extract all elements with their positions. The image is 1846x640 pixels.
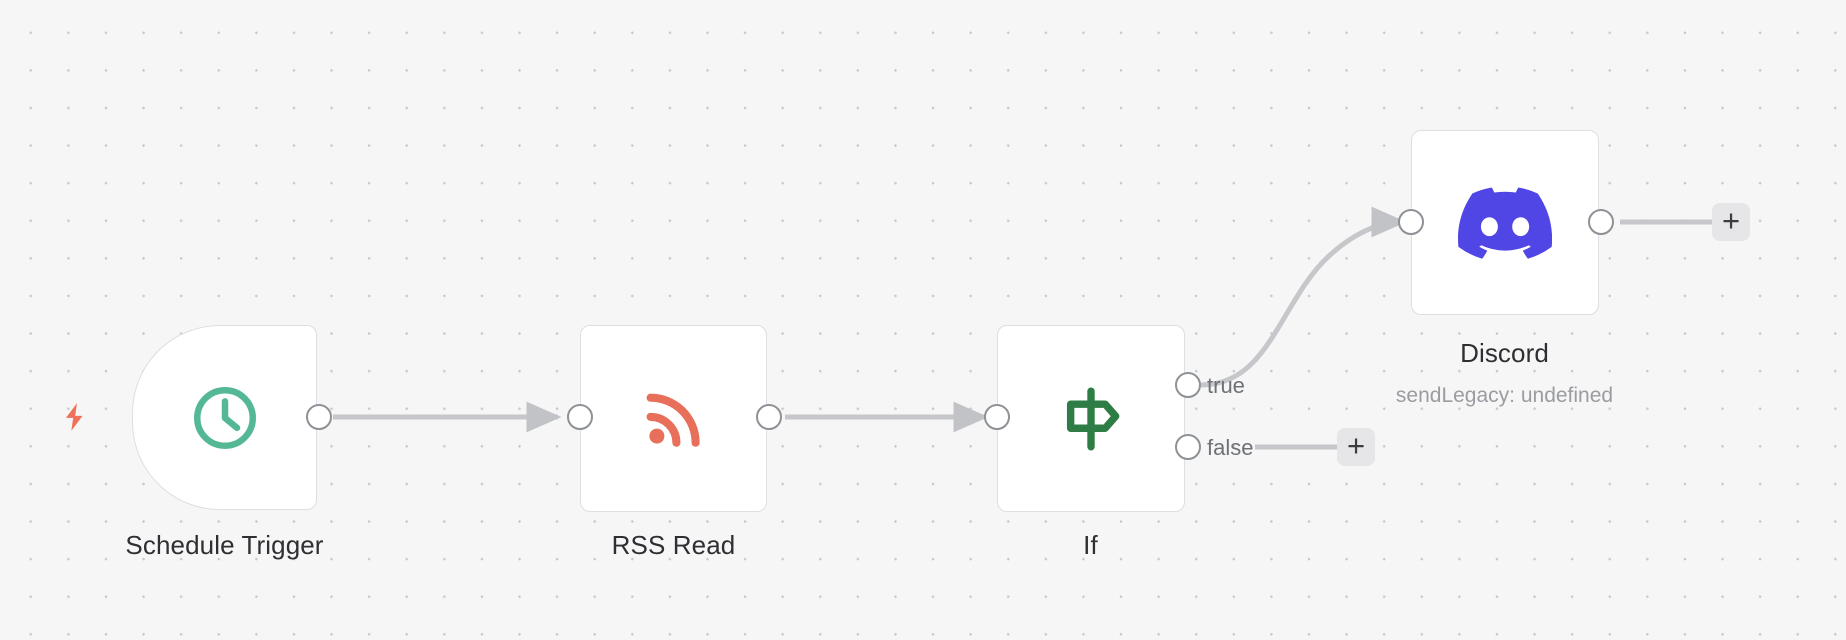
discord-input-endpoint[interactable] [1398, 209, 1424, 235]
node-schedule-trigger[interactable] [132, 325, 317, 510]
node-rss-read[interactable] [580, 325, 767, 512]
node-subtitle-discord: sendLegacy: undefined [1395, 384, 1614, 407]
add-node-after-false-button[interactable]: + [1337, 428, 1375, 466]
node-label-rss-read: RSS Read [611, 530, 736, 560]
rss-read-input-endpoint[interactable] [567, 404, 593, 430]
plus-icon: + [1346, 427, 1366, 463]
node-discord[interactable] [1411, 130, 1599, 315]
discord-output-endpoint[interactable] [1588, 209, 1614, 235]
if-output-label-false: false [1207, 435, 1254, 460]
lightning-bolt-icon [58, 397, 92, 437]
add-node-after-discord-button[interactable]: + [1712, 203, 1750, 241]
plus-icon: + [1721, 202, 1741, 238]
node-label-schedule-trigger: Schedule Trigger [125, 530, 324, 560]
if-output-false-endpoint[interactable] [1175, 434, 1201, 460]
if-output-true-endpoint[interactable] [1175, 372, 1201, 398]
clock-icon [133, 326, 316, 509]
if-input-endpoint[interactable] [984, 404, 1010, 430]
discord-logo-icon [1412, 131, 1598, 314]
node-label-discord: Discord [1460, 338, 1549, 368]
node-if[interactable] [997, 325, 1185, 512]
node-label-if: If [1083, 530, 1098, 560]
signpost-icon [998, 326, 1184, 511]
if-output-label-true: true [1207, 373, 1245, 398]
rss-feed-icon [581, 326, 766, 511]
schedule-trigger-output-endpoint[interactable] [306, 404, 332, 430]
rss-read-output-endpoint[interactable] [756, 404, 782, 430]
